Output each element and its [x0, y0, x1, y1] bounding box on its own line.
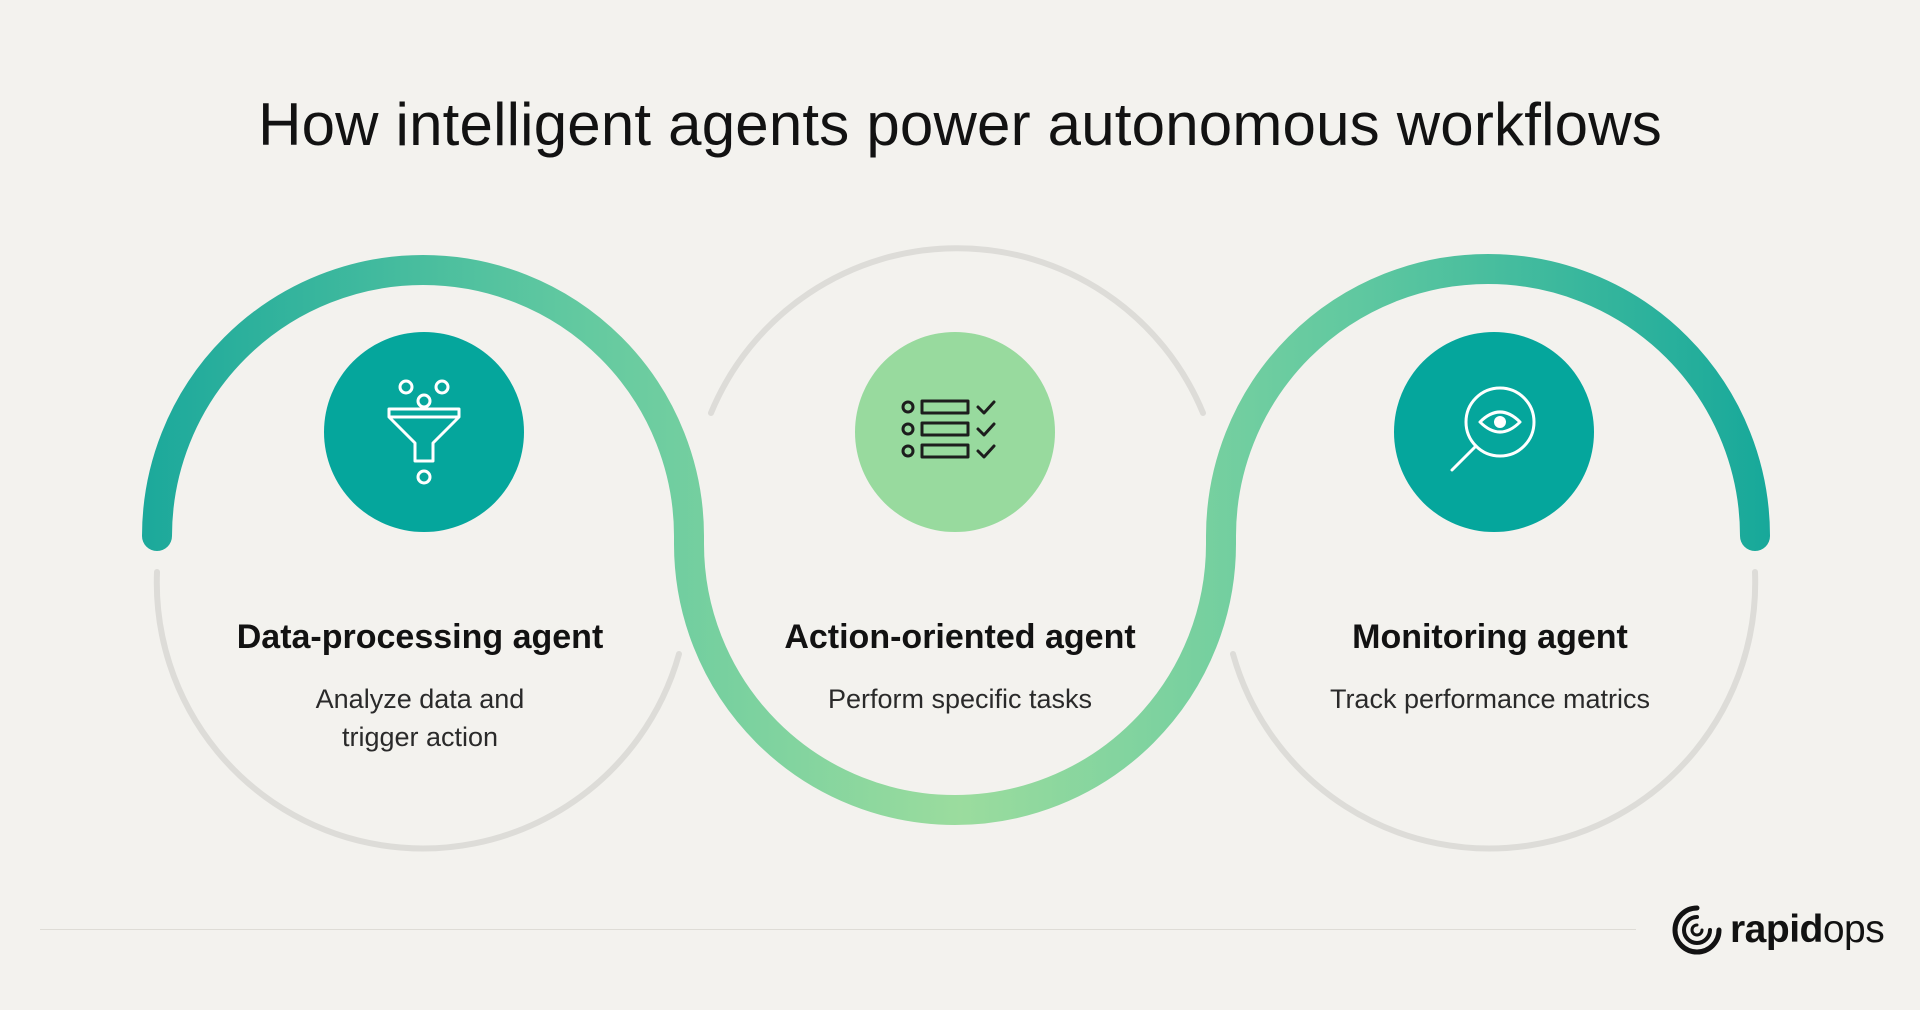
agent-desc-action-oriented: Perform specific tasks [827, 684, 1093, 714]
monitoring-icon-circle [1394, 332, 1594, 532]
rapidops-logo-mark-icon [1672, 905, 1722, 955]
grey-arc-bottom-right [1230, 569, 1759, 852]
magnifier-eye-icon [1450, 386, 1536, 472]
agent-title-monitoring: Monitoring agent [1352, 618, 1628, 656]
grey-arc-top-middle [708, 245, 1206, 416]
agent-title-action-oriented: Action-oriented agent [784, 618, 1136, 656]
agent-desc-data-processing-line1: Analyze data and [315, 684, 525, 714]
grey-arc-bottom-left [153, 569, 682, 852]
gradient-wave-path [142, 254, 1770, 825]
checklist-icon [901, 399, 996, 459]
agent-desc-monitoring: Track performance matrics [1329, 684, 1651, 714]
rapidops-logo-text: rapidops [1730, 908, 1885, 952]
data-processing-icon-circle [324, 332, 524, 532]
footer-divider [40, 929, 1636, 930]
action-oriented-icon-circle [855, 332, 1055, 532]
logo-text-light: ops [1822, 908, 1885, 951]
agent-desc-data-processing-line2: trigger action [341, 722, 499, 752]
funnel-icon [387, 379, 461, 485]
rapidops-logo: rapidops [1672, 900, 1885, 960]
page-title: How intelligent agents power autonomous … [258, 91, 1662, 158]
agent-title-data-processing: Data-processing agent [236, 618, 604, 656]
logo-text-bold: rapid [1730, 908, 1823, 951]
